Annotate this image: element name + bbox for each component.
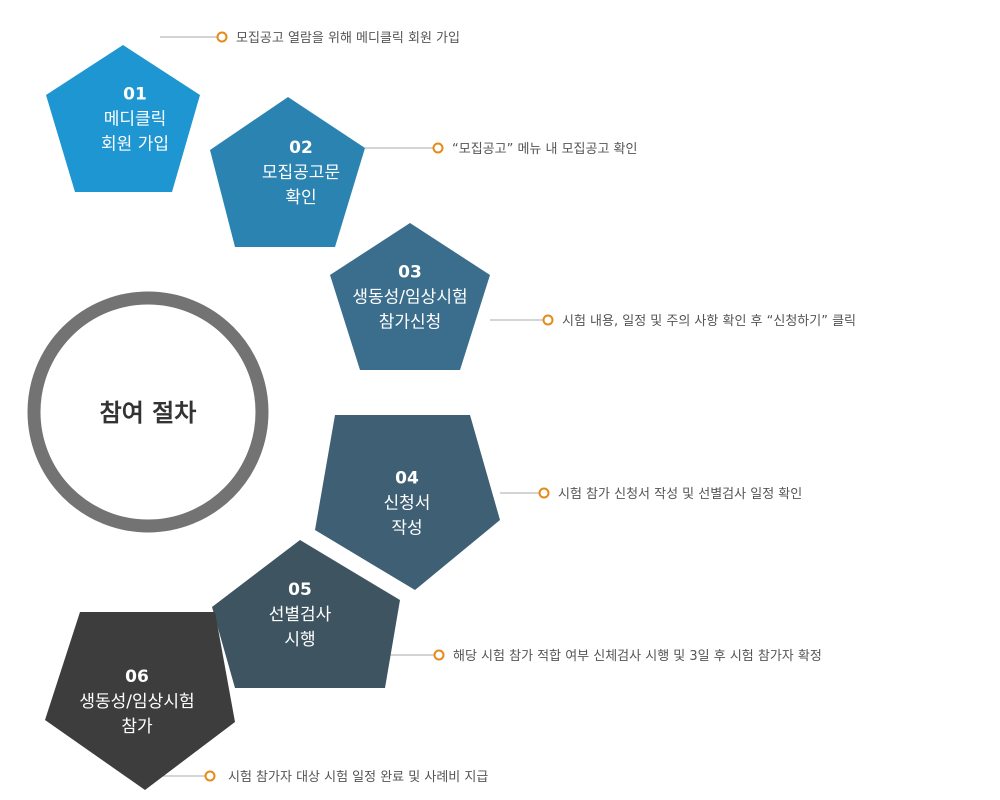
step-1-connector-dot: [216, 31, 228, 43]
step-3-description: 시험 내용, 일정 및 주의 사항 확인 후 “신청하기” 클릭: [562, 314, 856, 329]
step-2-description: “모집공고” 메뉴 내 모집공고 확인: [452, 142, 637, 157]
step-6-connector-dot: [204, 770, 216, 782]
step-2-number: 02: [289, 138, 313, 158]
step-1-pentagon: [46, 45, 200, 192]
step-4-connector-dot: [538, 487, 550, 499]
step-3-pentagon: [330, 223, 490, 370]
step-1-label-line-1: 메디클릭: [104, 110, 167, 130]
step-3-label-line-2: 참가신청: [379, 313, 442, 333]
step-4-label-line-2: 작성: [391, 519, 422, 539]
step-4-label-line-1: 신청서: [384, 494, 431, 514]
step-1-label-line-2: 회원 가입: [101, 135, 169, 155]
step-2-label-line-1: 모집공고문: [262, 163, 340, 183]
step-6-pentagon: [45, 612, 235, 790]
step-5-label-line-2: 시행: [284, 630, 315, 650]
center-title: 참여 절차: [100, 399, 197, 427]
step-4-description: 시험 참가 신청서 작성 및 선별검사 일정 확인: [558, 487, 802, 502]
step-5-number: 05: [288, 580, 312, 600]
step-3-connector-dot: [542, 314, 554, 326]
step-4-number: 04: [395, 469, 419, 489]
step-1-number: 01: [123, 85, 147, 105]
step-1-description: 모집공고 열람을 위해 메디클릭 회원 가입: [236, 31, 460, 46]
center-ring-group: 참여 절차: [27, 291, 269, 533]
step-6-label-line-2: 참가: [121, 717, 153, 737]
step-3-label-line-1: 생동성/임상시험: [352, 288, 467, 308]
step-2-connector-dot: [432, 142, 444, 154]
step-5-description: 해당 시험 참가 적합 여부 신체검사 시행 및 3일 후 시험 참가자 확정: [453, 648, 822, 664]
step-3-number: 03: [398, 263, 422, 283]
step-2-label-line-2: 확인: [285, 188, 316, 208]
step-6-label-line-1: 생동성/임상시험: [79, 692, 194, 712]
step-5-connector-dot: [433, 649, 445, 661]
step-6-description: 시험 참가자 대상 시험 일정 완료 및 사례비 지급: [228, 770, 488, 785]
center-ring: [27, 291, 269, 533]
step-6-number: 06: [125, 667, 149, 687]
step-5-pentagon: [212, 540, 400, 688]
step-2-pentagon: [210, 97, 365, 247]
step-5-label-line-1: 선별검사: [269, 605, 332, 625]
step-4-pentagon: [315, 415, 500, 590]
